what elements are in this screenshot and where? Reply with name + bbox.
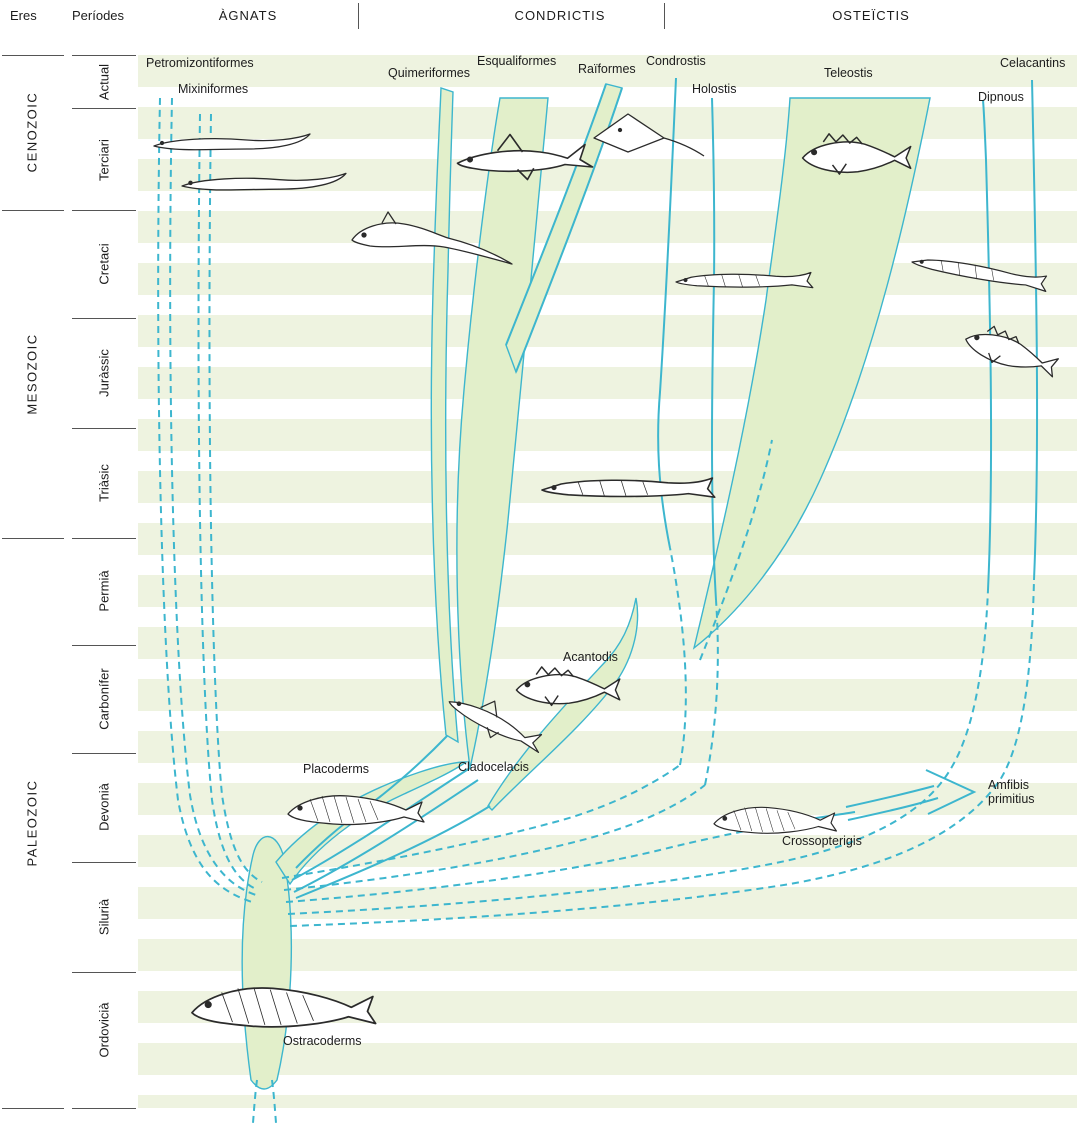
period-boundary xyxy=(72,55,136,56)
taxon-label-quimeriformes: Quimeriformes xyxy=(388,66,470,80)
period-boundary xyxy=(72,753,136,754)
taxon-label-condrostis: Condrostis xyxy=(646,54,706,68)
sturgeon-illustration xyxy=(541,477,716,498)
hagfish-illustration xyxy=(181,172,347,191)
taxon-label-acantodis: Acantodis xyxy=(563,650,618,664)
taxon-label-dipnous: Dipnous xyxy=(978,90,1024,104)
taxon-label-amfibis-primitius: Amfibis primitius xyxy=(988,778,1035,807)
taxon-label-teleostis: Teleostis xyxy=(824,66,873,80)
era-boundary-top xyxy=(2,55,64,56)
taxon-label-mixiniformes: Mixiniformes xyxy=(178,82,249,96)
teleost-lineage-fill xyxy=(692,97,931,650)
placoderm-illustration xyxy=(287,795,425,826)
era-boundary-cenozoic-mesozoic xyxy=(2,210,64,211)
period-boundary xyxy=(72,538,136,539)
taxon-label-placoderms: Placoderms xyxy=(303,762,369,776)
amfibis-arrow-icon xyxy=(925,769,977,815)
period-boundary xyxy=(72,108,136,109)
header-divider-1 xyxy=(358,3,359,29)
acanthodian-lineage-fill xyxy=(487,597,639,812)
period-boundary xyxy=(72,428,136,429)
needlefish-illustration xyxy=(910,252,1049,292)
taxon-label-celacantins: Celacantins xyxy=(1000,56,1066,70)
chimaera-lineage-fill xyxy=(430,87,459,744)
era-boundary-bottom xyxy=(2,1108,64,1109)
taxon-label-ostracoderms: Ostracoderms xyxy=(283,1034,362,1048)
period-boundary xyxy=(72,318,136,319)
group-header-condrictis: CONDRICTIS xyxy=(514,8,606,23)
chart-striped-background xyxy=(138,55,1077,1108)
taxon-label-holostis: Holostis xyxy=(692,82,737,96)
shark-lineage-fill xyxy=(456,97,549,769)
era-boundary-mesozoic-paleozoic xyxy=(2,538,64,539)
lineage-fills xyxy=(241,83,931,1090)
period-boundary xyxy=(72,972,136,973)
coelacanth-illustration xyxy=(960,318,1063,383)
taxon-label-raiformes: Raïformes xyxy=(578,62,636,76)
eres-column-header: Eres xyxy=(10,8,37,23)
group-header-agnats: ÀGNATS xyxy=(218,8,278,23)
lamprey-illustration xyxy=(153,133,311,151)
period-boundary xyxy=(72,210,136,211)
taxon-label-petromizontiformes: Petromizontiformes xyxy=(146,56,254,70)
crossopterygian-illustration xyxy=(713,806,837,834)
header-divider-2 xyxy=(664,3,665,29)
period-boundary xyxy=(72,645,136,646)
ostracoderm-illustration xyxy=(191,987,377,1028)
group-header-osteictis: OSTEÏCTIS xyxy=(832,8,910,23)
period-boundary xyxy=(72,1108,136,1109)
lineage-lines xyxy=(157,77,1039,1123)
taxon-label-cladocelacis: Cladocelacis xyxy=(458,760,529,774)
taxon-label-esqualiformes: Esqualiformes xyxy=(477,54,557,68)
periodes-column-header: Períodes xyxy=(72,8,125,23)
period-boundary xyxy=(72,862,136,863)
taxon-label-crossopterigis: Crossopterigis xyxy=(782,834,862,848)
